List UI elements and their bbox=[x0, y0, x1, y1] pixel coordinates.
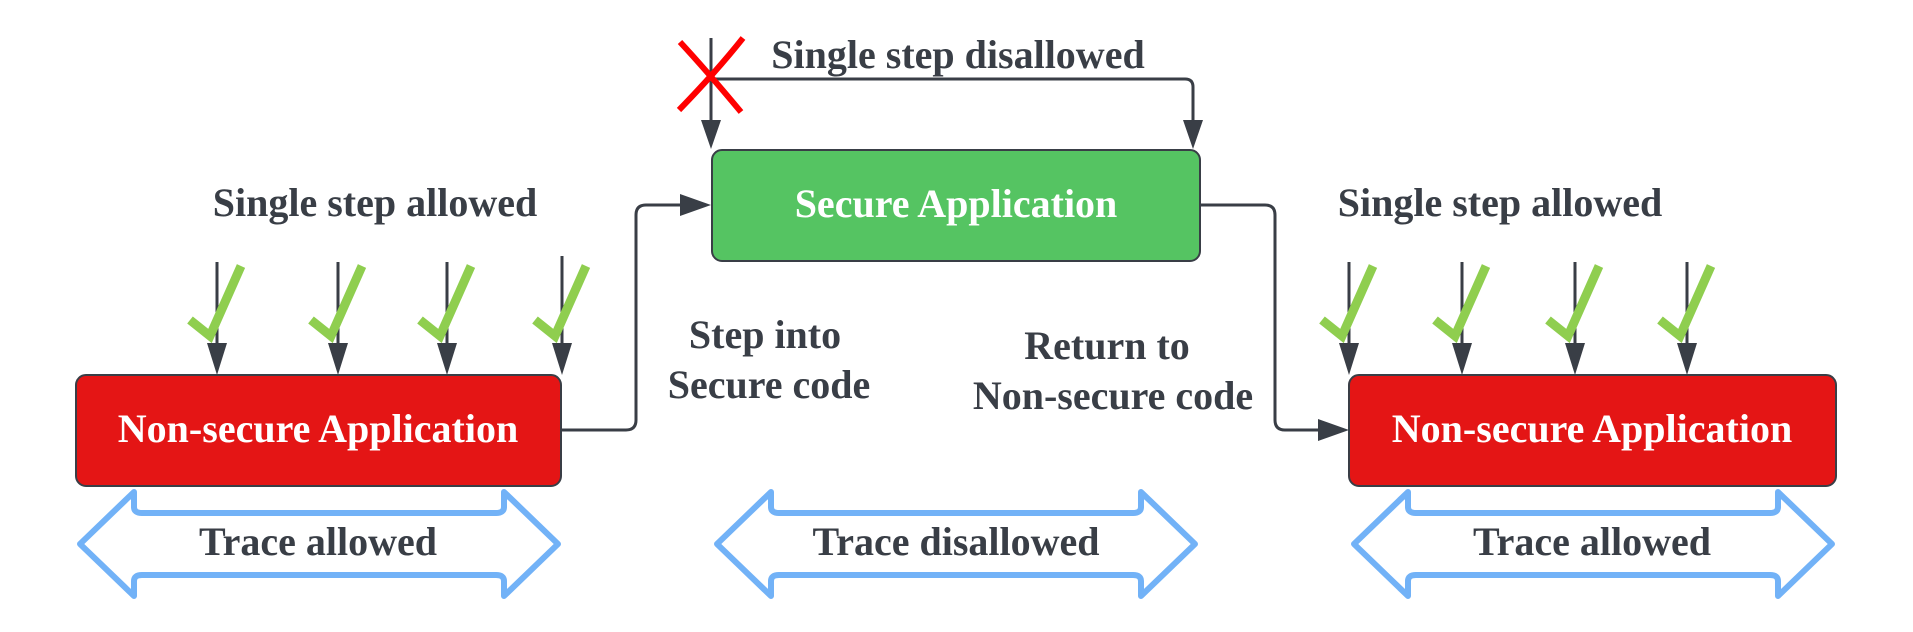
loop-arrowhead-left bbox=[701, 120, 721, 149]
arrowhead bbox=[1565, 343, 1585, 375]
left-step-arrow bbox=[532, 256, 591, 375]
left-non-secure-label: Non-secure Application bbox=[118, 406, 518, 451]
secure-application-label: Secure Application bbox=[795, 181, 1118, 226]
arrowhead bbox=[1452, 343, 1472, 375]
check-icon bbox=[532, 264, 591, 344]
check-icon bbox=[417, 264, 476, 344]
arrowhead bbox=[1677, 343, 1697, 375]
check-icon bbox=[308, 264, 367, 344]
check-icon bbox=[187, 264, 246, 344]
return-label-line1: Return to bbox=[1024, 323, 1190, 368]
step-into-arrowhead bbox=[680, 194, 711, 216]
right-non-secure-application-node[interactable]: Non-secure Application bbox=[1348, 374, 1837, 487]
left-single-step-label: Single step allowed bbox=[213, 180, 537, 225]
cross-icon bbox=[676, 36, 746, 114]
trace-right-label: Trace allowed bbox=[1473, 519, 1711, 564]
left-step-arrow bbox=[187, 262, 246, 375]
step-into-label-line1: Step into bbox=[689, 312, 841, 357]
left-step-arrows bbox=[187, 256, 591, 375]
trace-right-double-arrow: Trace allowed bbox=[1351, 489, 1835, 599]
loop-line bbox=[711, 77, 1195, 132]
return-arrowhead bbox=[1318, 419, 1349, 441]
arrowhead bbox=[552, 343, 572, 375]
right-step-arrow bbox=[1545, 262, 1604, 375]
trace-left-double-arrow: Trace allowed bbox=[77, 489, 561, 599]
right-step-arrow bbox=[1657, 262, 1716, 375]
step-into-label-line2: Secure code bbox=[668, 362, 871, 407]
return-connector bbox=[1201, 203, 1349, 441]
arrowhead bbox=[1339, 343, 1359, 375]
check-icon bbox=[1657, 264, 1716, 344]
trace-middle-double-arrow: Trace disallowed bbox=[714, 489, 1198, 599]
right-step-arrows bbox=[1319, 262, 1716, 375]
step-into-connector bbox=[562, 194, 711, 432]
disallowed-step-loop: Single step disallowed bbox=[676, 32, 1203, 149]
check-icon bbox=[1319, 264, 1378, 344]
check-icon bbox=[1545, 264, 1604, 344]
arrowhead bbox=[437, 343, 457, 375]
trace-left-label: Trace allowed bbox=[199, 519, 437, 564]
right-step-arrow bbox=[1319, 262, 1378, 375]
loop-label: Single step disallowed bbox=[771, 32, 1144, 77]
left-step-arrow bbox=[308, 262, 367, 375]
right-step-arrow bbox=[1432, 262, 1491, 375]
arrowhead bbox=[207, 343, 227, 375]
right-single-step-label: Single step allowed bbox=[1338, 180, 1662, 225]
secure-application-node[interactable]: Secure Application bbox=[711, 149, 1201, 262]
return-label-line2: Non-secure code bbox=[973, 373, 1253, 418]
trace-middle-label: Trace disallowed bbox=[812, 519, 1099, 564]
left-step-arrow bbox=[417, 262, 476, 375]
left-non-secure-application-node[interactable]: Non-secure Application bbox=[75, 374, 562, 487]
loop-arrowhead-right bbox=[1183, 120, 1203, 149]
arrowhead bbox=[328, 343, 348, 375]
check-icon bbox=[1432, 264, 1491, 344]
right-non-secure-label: Non-secure Application bbox=[1392, 406, 1792, 451]
